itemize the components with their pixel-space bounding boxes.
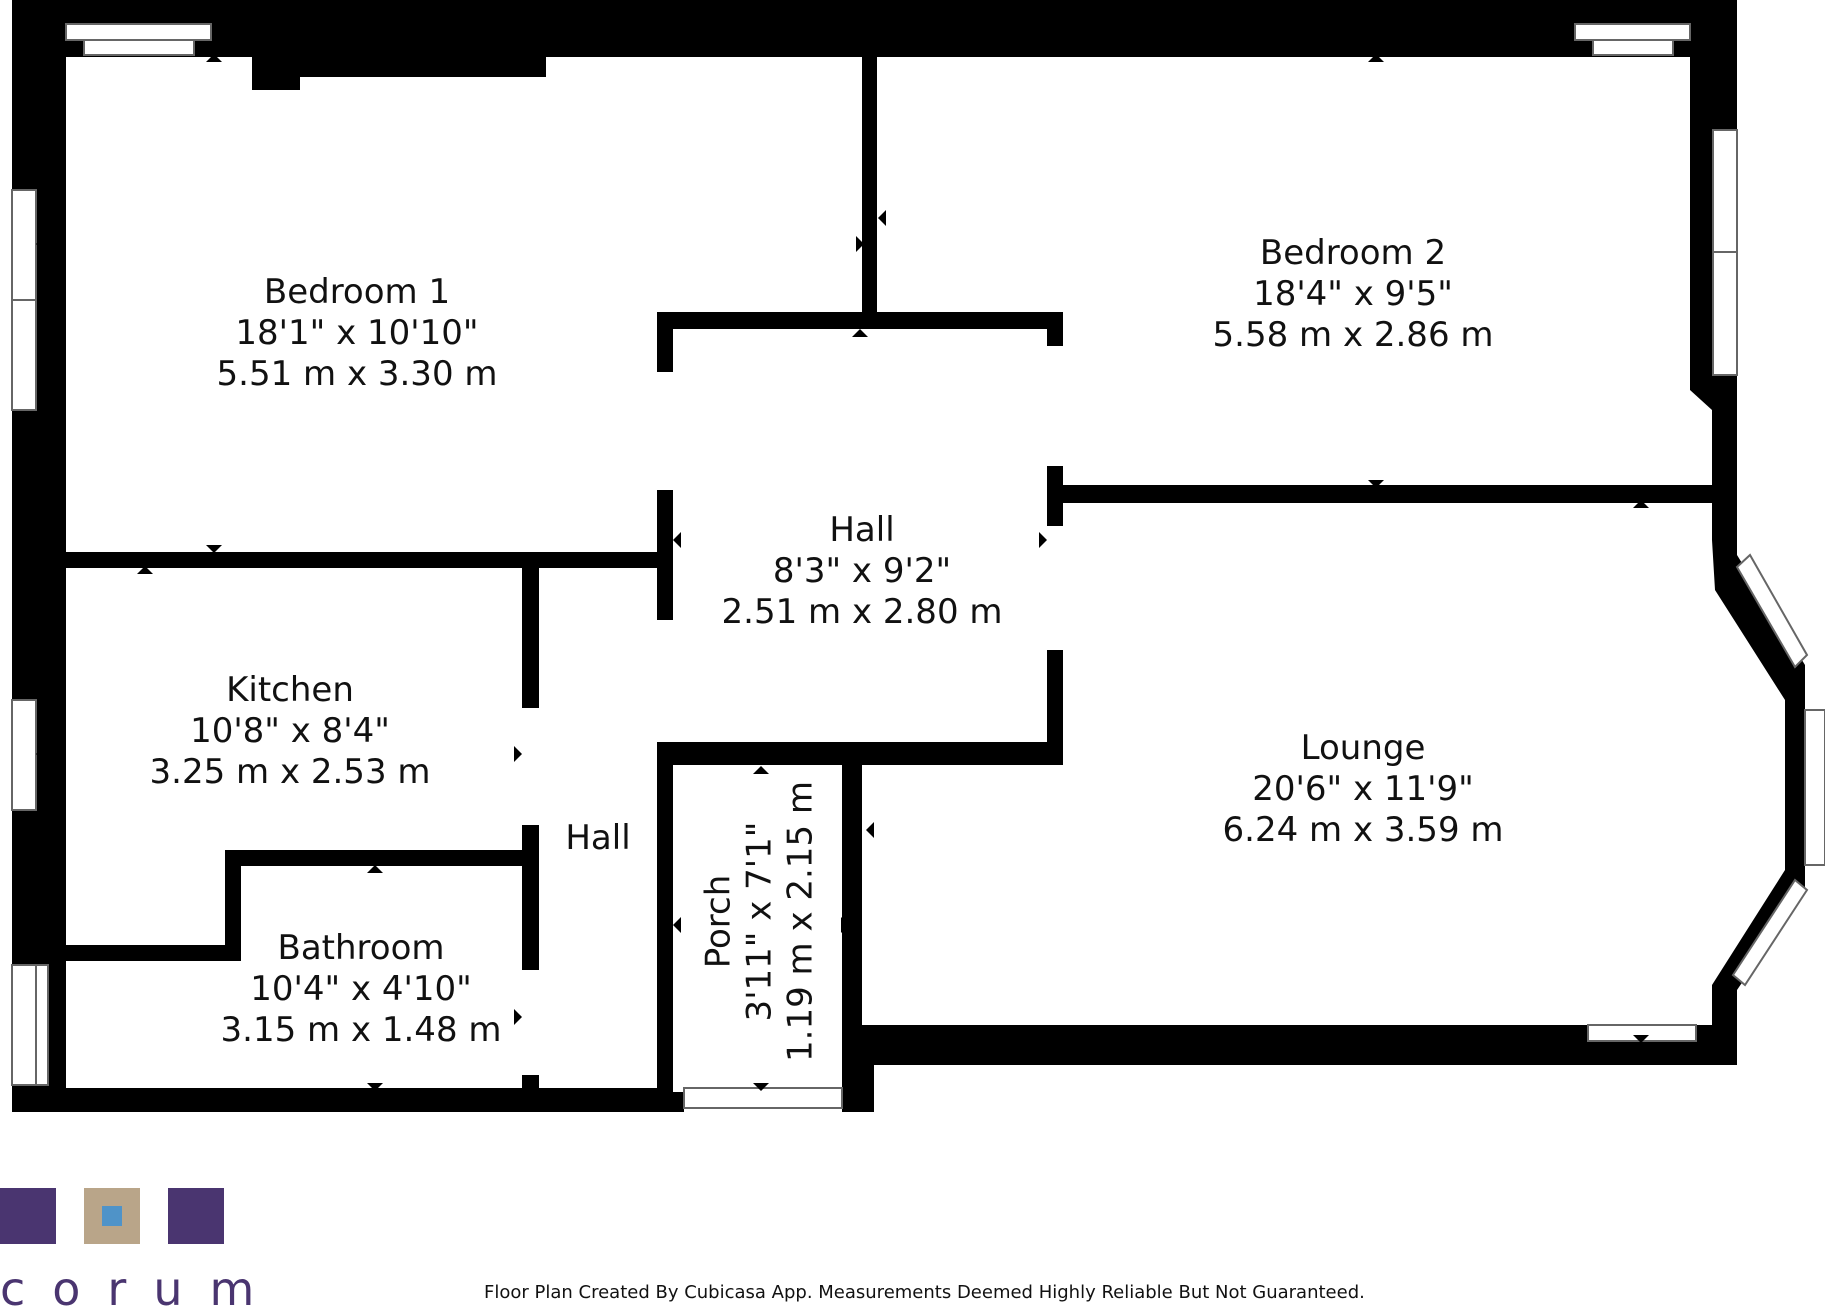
room-size-metric: 2.51 m x 2.80 m xyxy=(721,592,1003,632)
room-size-imperial: 18'1" x 10'10" xyxy=(235,313,479,353)
room-name: Hall xyxy=(829,510,895,550)
logo-square-right xyxy=(168,1188,224,1244)
room-name: Hall xyxy=(565,818,631,858)
room-size-metric: 6.24 m x 3.59 m xyxy=(1222,810,1504,850)
logo-square-middle xyxy=(84,1188,140,1244)
room-label-kitchen: Kitchen 10'8" x 8'4" 3.25 m x 2.53 m xyxy=(140,670,440,793)
room-size-metric: 3.15 m x 1.48 m xyxy=(220,1010,502,1050)
room-size-imperial: 8'3" x 9'2" xyxy=(772,551,952,591)
windows xyxy=(11,23,1825,1109)
room-size-imperial: 20'6" x 11'9" xyxy=(1252,769,1474,809)
footer-disclaimer: Floor Plan Created By Cubicasa App. Meas… xyxy=(484,1282,1365,1303)
room-label-hall-small: Hall xyxy=(548,818,648,859)
room-name: Lounge xyxy=(1300,728,1426,768)
room-label-bathroom: Bathroom 10'4" x 4'10" 3.15 m x 1.48 m xyxy=(211,928,511,1051)
room-size-metric: 5.58 m x 2.86 m xyxy=(1212,315,1494,355)
room-size-metric: 3.25 m x 2.53 m xyxy=(149,752,431,792)
logo-wordmark: corum xyxy=(0,1262,282,1316)
logo-square-inner xyxy=(102,1206,122,1226)
room-name: Kitchen xyxy=(226,670,354,710)
room-size-imperial: 10'4" x 4'10" xyxy=(250,969,472,1009)
room-name: Bedroom 2 xyxy=(1259,233,1447,273)
room-label-bedroom-2: Bedroom 2 18'4" x 9'5" 5.58 m x 2.86 m xyxy=(1203,233,1503,356)
room-size-metric: 5.51 m x 3.30 m xyxy=(216,354,498,394)
room-size-imperial: 3'11" x 7'1" xyxy=(739,821,780,1022)
room-size-imperial: 18'4" x 9'5" xyxy=(1253,274,1453,314)
room-size-metric: 1.19 m x 2.15 m xyxy=(780,781,821,1062)
room-label-porch: Porch 3'11" x 7'1" 1.19 m x 2.15 m xyxy=(699,772,822,1072)
room-name: Bathroom xyxy=(277,928,445,968)
room-name: Bedroom 1 xyxy=(263,272,451,312)
room-size-imperial: 10'8" x 8'4" xyxy=(190,711,390,751)
corum-logo xyxy=(0,1188,230,1303)
room-label-bedroom-1: Bedroom 1 18'1" x 10'10" 5.51 m x 3.30 m xyxy=(207,272,507,395)
logo-square-left xyxy=(0,1188,56,1244)
room-name: Porch xyxy=(698,874,739,969)
room-label-hall: Hall 8'3" x 9'2" 2.51 m x 2.80 m xyxy=(712,510,1012,633)
door-arrows xyxy=(36,54,1800,1091)
room-label-lounge: Lounge 20'6" x 11'9" 6.24 m x 3.59 m xyxy=(1213,728,1513,851)
